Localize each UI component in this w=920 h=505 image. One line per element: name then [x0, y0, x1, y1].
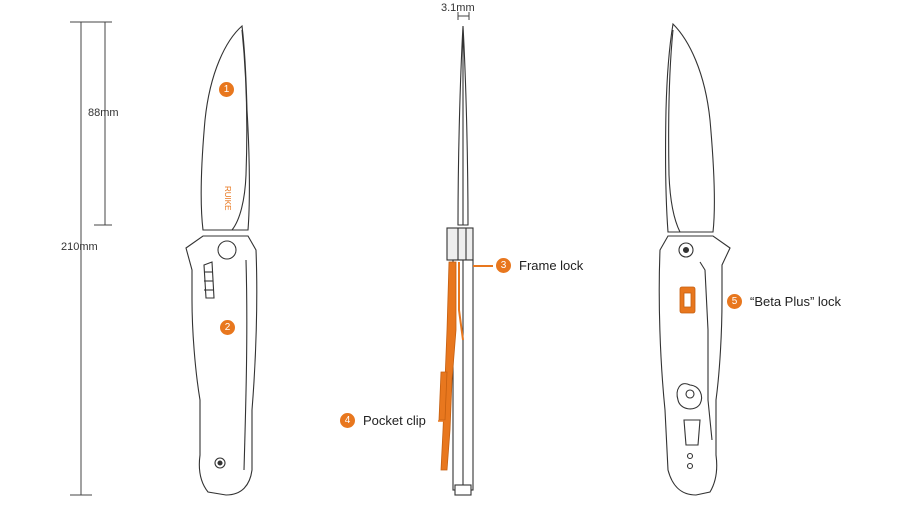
marker-3-badge: 3	[496, 258, 511, 273]
marker-1-badge: 1	[219, 82, 234, 97]
marker-1: 1	[219, 82, 234, 97]
callout-beta-plus-lock: 5 “Beta Plus” lock	[727, 294, 841, 309]
knife-spine-view	[446, 25, 474, 496]
blade-length-label: 88mm	[88, 107, 119, 119]
pocket-clip-highlight	[438, 261, 457, 471]
marker-2: 2	[220, 320, 235, 335]
overall-length-label: 210mm	[61, 241, 98, 253]
knife-front-view	[185, 24, 258, 496]
frame-lock-label: Frame lock	[519, 258, 584, 273]
callout-pocket-clip: 4 Pocket clip	[340, 413, 426, 428]
pocket-clip-label: Pocket clip	[363, 413, 426, 428]
dimension-lines	[70, 12, 470, 496]
beta-plus-lock-label: “Beta Plus” lock	[750, 294, 842, 309]
knife-back-view	[658, 22, 731, 496]
marker-2-badge: 2	[220, 320, 235, 335]
callout-frame-lock: 3 Frame lock	[496, 258, 583, 273]
marker-4-badge: 4	[340, 413, 355, 428]
beta-plus-lock-highlight	[679, 286, 696, 314]
marker-5-badge: 5	[727, 294, 742, 309]
blade-logo-text: RUIKE	[223, 186, 232, 210]
blade-thickness-label: 3.1mm	[441, 2, 475, 14]
frame-lock-highlight	[458, 262, 493, 341]
